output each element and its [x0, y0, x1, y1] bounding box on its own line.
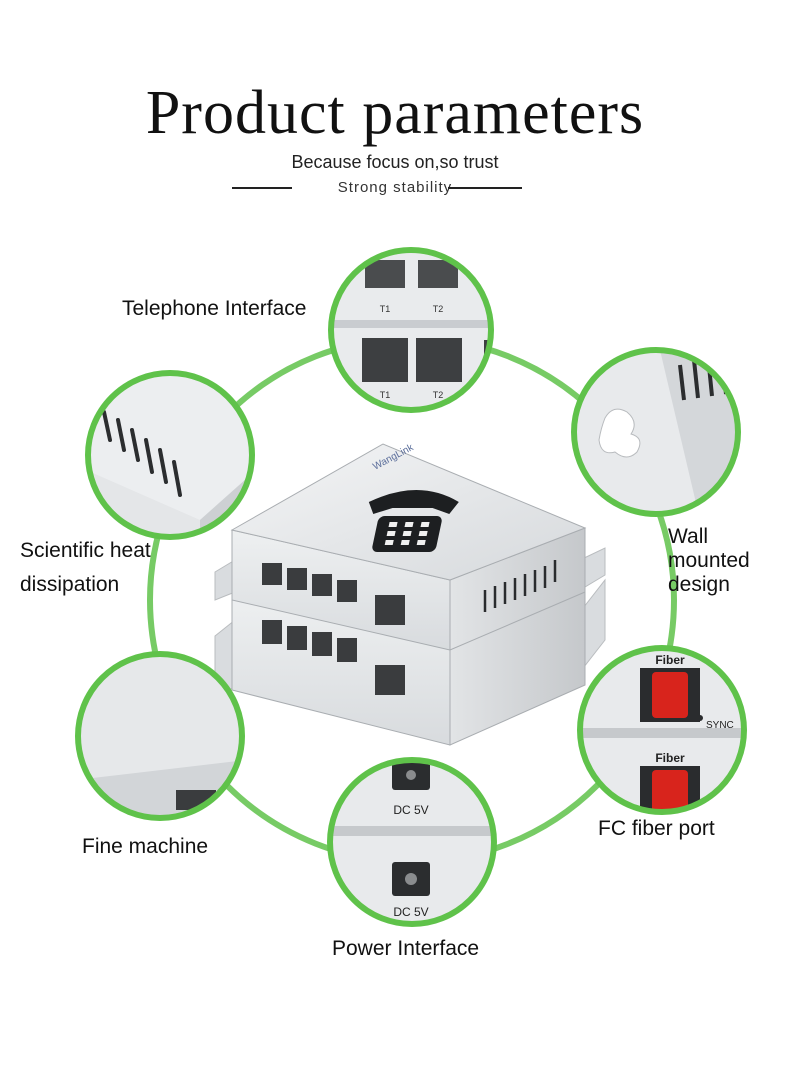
side-vents: [483, 560, 557, 612]
label-fc-fiber-port: FC fiber port: [598, 817, 715, 840]
device-stack: WangLink: [214, 442, 606, 746]
svg-text:SYNC: SYNC: [706, 720, 734, 731]
zoom-telephone-interface: T1 T2 T1 T2: [328, 247, 494, 413]
zoom-power-interface: DC 5V DC 5V: [327, 757, 497, 927]
telephone-icon: [368, 490, 459, 552]
rj11-ports-lower: [262, 620, 405, 695]
svg-text:DC 5V: DC 5V: [393, 803, 428, 817]
label-power-interface: Power Interface: [332, 937, 480, 960]
label-wall-line2: mounted: [668, 549, 750, 572]
fc-connector-icon: [652, 672, 688, 718]
rj11-ports-upper: [262, 563, 405, 625]
zoom-heat-dissipation: [85, 370, 255, 540]
svg-text:Fiber: Fiber: [655, 751, 685, 765]
tagline-rule-right: [448, 187, 522, 189]
page-subtitle: Because focus on,so trust: [291, 152, 499, 172]
zoom-fc-fiber-port: Fiber Fiber SYNC: [577, 645, 747, 815]
svg-text:T2: T2: [433, 390, 444, 400]
label-heat-line2: dissipation: [20, 573, 120, 596]
zoom-fine-machine: [75, 651, 245, 821]
svg-text:Fiber: Fiber: [655, 653, 685, 667]
svg-text:T1: T1: [380, 390, 391, 400]
label-fine-machine: Fine machine: [82, 835, 209, 858]
label-heat-line1: Scientific heat: [20, 539, 151, 562]
label-wall-line1: Wall: [668, 525, 709, 548]
zoom-wall-mounted: [571, 347, 741, 517]
label-wall-line3: design: [668, 573, 730, 596]
svg-text:DC 5V: DC 5V: [393, 905, 428, 919]
svg-text:T1: T1: [380, 304, 391, 314]
label-telephone-interface: Telephone Interface: [122, 297, 307, 320]
tagline-rule-left: [232, 187, 292, 189]
page-tagline: Strong stability: [337, 179, 453, 196]
page-title: Product parameters: [145, 79, 645, 147]
svg-text:T2: T2: [433, 304, 444, 314]
